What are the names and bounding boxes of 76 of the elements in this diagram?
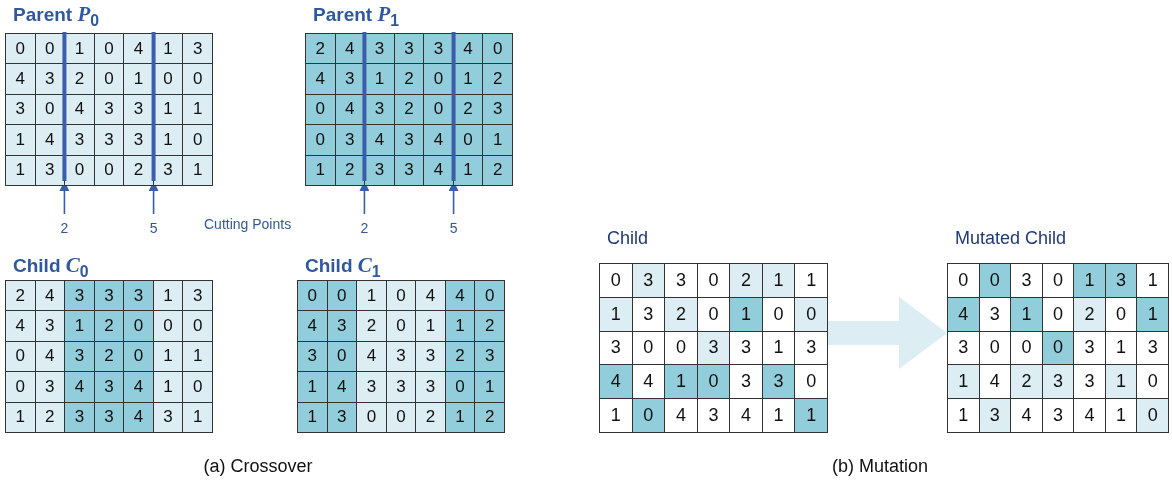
- grid-cell: 3: [64, 280, 95, 311]
- grid-title: Child: [607, 228, 649, 249]
- grid-cell: 4: [445, 280, 475, 311]
- grid-cell: 1: [947, 364, 980, 399]
- grid-cell: 0: [697, 263, 730, 298]
- grid-cell: 3: [182, 280, 213, 311]
- grid-cell: 3: [664, 263, 698, 298]
- cut-point-number: 2: [60, 220, 69, 236]
- grid-cell: 2: [5, 280, 36, 311]
- grid-cell: 0: [94, 33, 124, 64]
- grid-cell: 3: [423, 33, 454, 64]
- grid-cell: 1: [599, 398, 633, 433]
- grid-cell: 0: [979, 263, 1011, 298]
- grid-title: Child C$_{1}$: [305, 253, 381, 281]
- grid-cell: 0: [386, 280, 416, 311]
- grid-title: Child C$_{0}$: [13, 253, 89, 281]
- grid-cell: 3: [1105, 263, 1137, 298]
- grid-cell: 1: [153, 280, 183, 311]
- grid-cell: 3: [123, 280, 154, 311]
- grid-cell: 4: [5, 63, 36, 95]
- grid-cell: 3: [632, 263, 665, 298]
- grid-cell: 4: [35, 280, 65, 311]
- cut-point-number: 5: [449, 220, 458, 236]
- grid-cell: 0: [297, 280, 328, 311]
- grid-cell: 3: [947, 331, 980, 365]
- grid-cell: 2: [729, 263, 763, 298]
- grid-cell: 1: [5, 124, 36, 156]
- grid-cell: 4: [123, 33, 154, 64]
- grid-cell: 3: [297, 341, 328, 372]
- cut-point-number: 5: [149, 220, 158, 236]
- grid-cell: 0: [599, 263, 633, 298]
- grid-cell: 0: [5, 371, 36, 403]
- grid-cell: 0: [1042, 263, 1074, 298]
- grid-cell: 4: [599, 364, 633, 399]
- grid-cell: 0: [482, 33, 513, 64]
- grid-cell: 3: [1010, 263, 1043, 298]
- grid-cell: 1: [297, 371, 328, 403]
- grid-cell: 4: [415, 280, 446, 311]
- grid-cell: 0: [5, 341, 36, 372]
- grid-cell: 4: [305, 63, 336, 95]
- grid-title: Parent P$_{0}$: [13, 2, 100, 30]
- grid-cell: 1: [762, 263, 795, 298]
- grid-cell: 1: [305, 155, 336, 186]
- caption: (b) Mutation: [832, 456, 928, 477]
- grid-cell: 1: [5, 402, 36, 433]
- grid-cell: 4: [297, 310, 328, 342]
- grid-cell: 3: [5, 94, 36, 125]
- grid-cell: 0: [474, 280, 505, 311]
- grid-cell: 0: [947, 263, 980, 298]
- caption: (a) Crossover: [203, 456, 313, 477]
- grid-cell: 1: [794, 263, 828, 298]
- grid-cell: 1: [947, 398, 980, 433]
- grid-cell: 1: [297, 402, 328, 433]
- grid-cell: 4: [5, 310, 36, 342]
- grid-cell: 3: [182, 33, 213, 64]
- grid-cell: 1: [599, 297, 633, 332]
- grid-cell: 0: [327, 280, 357, 311]
- grid-cell: 1: [1073, 263, 1106, 298]
- axis-label: Cutting Points: [204, 216, 292, 232]
- grid-title: Parent P$_{1}$: [313, 2, 400, 30]
- grid-cell: 1: [5, 155, 36, 186]
- arrow: [828, 297, 947, 369]
- grid-cell: 1: [356, 280, 387, 311]
- grid-cell: 4: [947, 297, 980, 332]
- grid-cell: 0: [305, 94, 336, 125]
- grid-cell: 3: [94, 280, 124, 311]
- cut-point-number: 2: [360, 220, 369, 236]
- grid-cell: 2: [305, 33, 336, 64]
- grid-cell: 0: [5, 33, 36, 64]
- grid-cell: 3: [599, 331, 633, 365]
- grid-cell: 1: [1136, 263, 1169, 298]
- grid-title: Mutated Child: [955, 228, 1067, 249]
- grid-cell: 0: [305, 124, 336, 156]
- grid-cell: 3: [394, 33, 424, 64]
- grid-cell: 1: [64, 33, 95, 64]
- grid-cell: 3: [364, 33, 395, 64]
